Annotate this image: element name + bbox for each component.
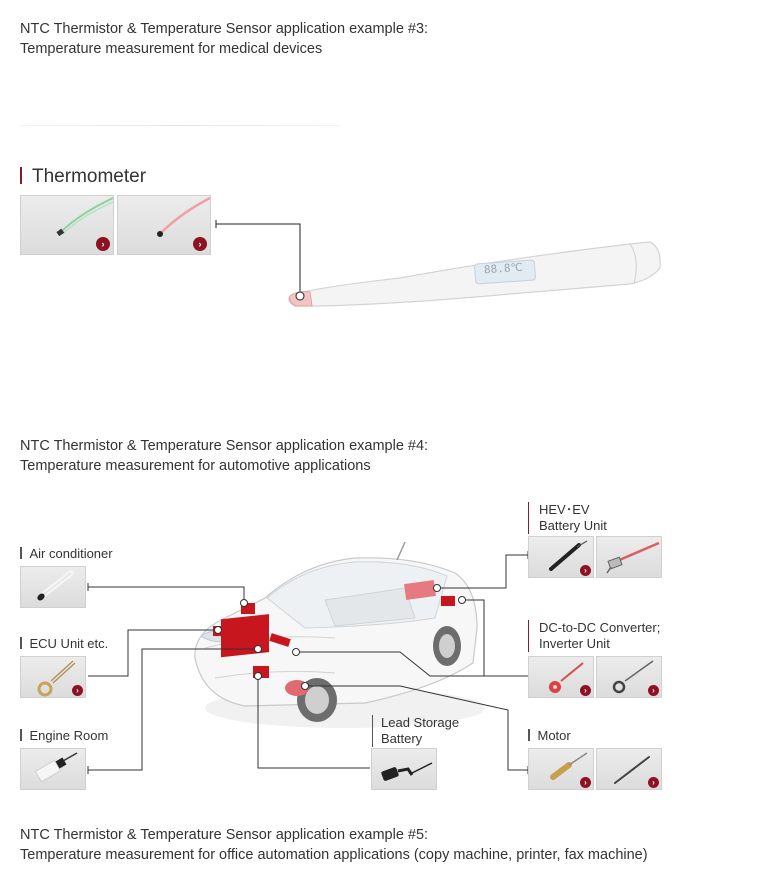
- sensor-wire-red-icon: [157, 196, 210, 237]
- example5-line1: NTC Thermistor & Temperature Sensor appl…: [20, 827, 429, 843]
- label-motor: Motor: [528, 728, 571, 744]
- label-engine-room: Engine Room: [20, 728, 108, 744]
- title-bar: [20, 167, 22, 184]
- lug-sensor-icon: [606, 541, 660, 574]
- example3-heading: NTC Thermistor & Temperature Sensor appl…: [20, 19, 428, 59]
- hev-product-thumb-2[interactable]: [596, 536, 662, 578]
- ecu-product-thumb[interactable]: ›: [20, 656, 86, 698]
- label-lead-storage-battery: Lead Storage Battery: [372, 715, 459, 747]
- ring-terminal-sensor-icon: [37, 660, 76, 697]
- label-air-conditioner: Air conditioner: [20, 546, 113, 562]
- more-arrow-icon[interactable]: ›: [648, 685, 659, 696]
- divider: [20, 125, 340, 126]
- hev-product-thumb-1[interactable]: ›: [528, 536, 594, 578]
- red-ring-sensor-icon: [549, 662, 584, 693]
- car-illustration: [194, 541, 485, 728]
- example4-line2: Temperature measurement for automotive a…: [20, 458, 371, 474]
- brass-probe-sensor-icon: [550, 752, 588, 780]
- more-arrow-icon[interactable]: ›: [193, 237, 207, 251]
- air-conditioner-product-thumb[interactable]: [20, 566, 86, 608]
- more-arrow-icon[interactable]: ›: [72, 685, 83, 696]
- thermometer-product-thumb-2[interactable]: ›: [117, 195, 211, 255]
- lead-battery-product-thumb[interactable]: [371, 748, 437, 790]
- label-ecu-unit: ECU Unit etc.: [20, 636, 108, 652]
- flat-sensor-icon: [549, 540, 588, 571]
- ring-lug-sensor-icon: [612, 660, 654, 694]
- example5-line2: Temperature measurement for office autom…: [20, 847, 648, 863]
- motor-product-thumb-2[interactable]: ›: [596, 748, 662, 790]
- example3-line1: NTC Thermistor & Temperature Sensor appl…: [20, 21, 429, 37]
- label-hev-ev-battery: HEV･EV Battery Unit: [528, 502, 607, 534]
- example3-line2: Temperature measurement for medical devi…: [20, 41, 323, 57]
- thermometer-product-thumb-1[interactable]: ›: [20, 195, 114, 255]
- dcdc-product-thumb-2[interactable]: ›: [596, 656, 662, 698]
- example4-line1: NTC Thermistor & Temperature Sensor appl…: [20, 438, 429, 454]
- example4-heading: NTC Thermistor & Temperature Sensor appl…: [20, 436, 428, 476]
- thermometer-illustration: [215, 220, 661, 307]
- engine-room-product-thumb[interactable]: [20, 748, 86, 790]
- more-arrow-icon[interactable]: ›: [648, 777, 659, 788]
- dcdc-product-thumb-1[interactable]: ›: [528, 656, 594, 698]
- clip-sensor-icon: [381, 762, 433, 781]
- sensor-wire-green-icon: [56, 197, 113, 237]
- thermometer-title: Thermometer: [20, 166, 146, 188]
- motor-product-thumb-1[interactable]: ›: [528, 748, 594, 790]
- example5-heading: NTC Thermistor & Temperature Sensor appl…: [20, 825, 648, 865]
- more-arrow-icon[interactable]: ›: [580, 565, 591, 576]
- label-dcdc-inverter: DC-to-DC Converter; Inverter Unit: [528, 620, 660, 652]
- housed-sensor-icon: [34, 752, 78, 783]
- more-arrow-icon[interactable]: ›: [580, 685, 591, 696]
- more-arrow-icon[interactable]: ›: [580, 777, 591, 788]
- thin-probe-sensor-icon: [614, 756, 650, 784]
- probe-sensor-icon: [37, 570, 74, 601]
- more-arrow-icon[interactable]: ›: [96, 237, 110, 251]
